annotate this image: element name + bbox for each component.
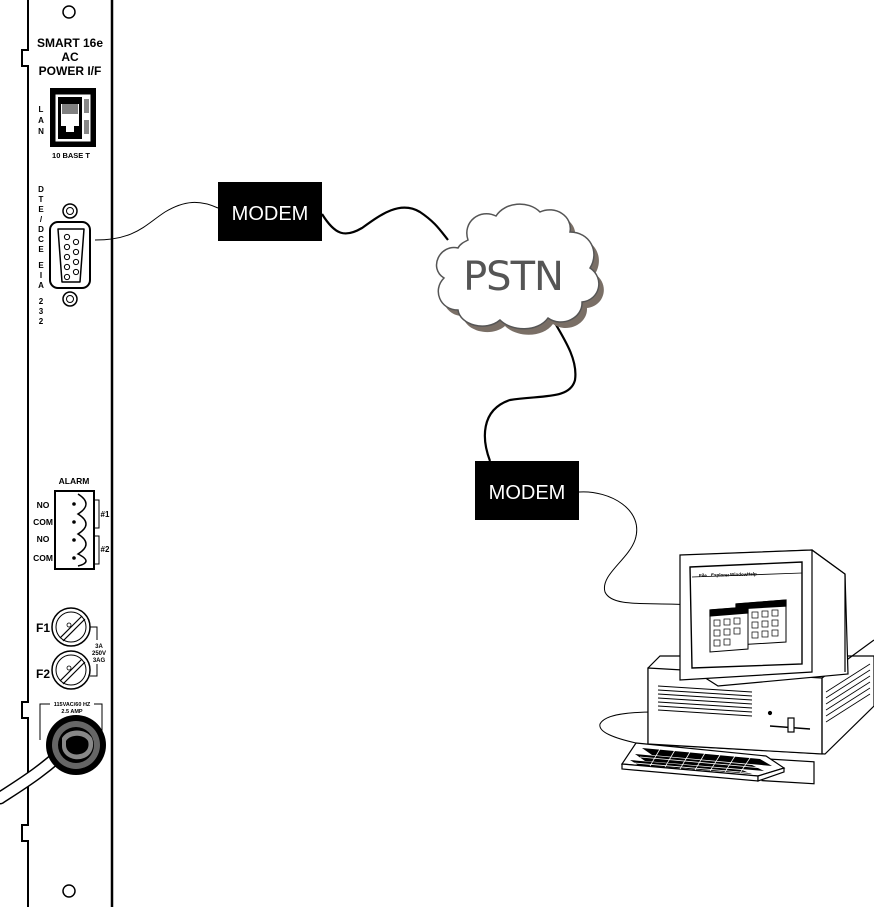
alarm-title: ALARM — [59, 476, 90, 486]
modem-remote: MODEM — [475, 461, 579, 520]
keyboard — [620, 742, 786, 782]
fuse-1-label: F1 — [36, 621, 50, 635]
monitor: File Explorer Window Help — [679, 549, 849, 687]
modem-local: MODEM — [218, 182, 322, 241]
panel-title-line3: POWER I/F — [39, 64, 102, 78]
svg-text:Explorer: Explorer — [711, 573, 730, 578]
modem-remote-label: MODEM — [489, 482, 566, 504]
panel-title-line2: AC — [61, 50, 79, 64]
fuse-holder-1[interactable] — [51, 607, 91, 647]
svg-text:File: File — [699, 573, 707, 578]
svg-text:A: A — [38, 281, 44, 290]
power-cord-grommet — [46, 715, 106, 775]
svg-text:C: C — [38, 235, 44, 244]
lan-rj45-port[interactable] — [50, 88, 96, 147]
svg-text:E: E — [38, 205, 44, 214]
cables — [94, 202, 691, 744]
fuse-holder-2[interactable] — [51, 650, 91, 690]
interface-card-panel: SMART 16e AC POWER I/F L A N 10 BASE T — [0, 0, 114, 907]
fuse-rating-bracket — [90, 626, 98, 677]
screen-window-front — [709, 606, 749, 653]
panel-outline — [21, 0, 29, 907]
alarm-label-com-1: COM — [33, 517, 53, 527]
svg-text:I: I — [40, 271, 42, 280]
svg-text:L: L — [39, 105, 44, 114]
panel-title-line1: SMART 16e — [37, 36, 103, 50]
power-rating-line1: 115VAC/60 HZ — [54, 702, 91, 708]
alarm-label-com-2: COM — [33, 553, 53, 563]
lan-caption: 10 BASE T — [52, 151, 90, 160]
cable-modem-to-pstn — [321, 206, 449, 241]
pstn-cloud: PSTN — [435, 203, 604, 335]
svg-text:A: A — [38, 116, 44, 125]
svg-text:Window: Window — [730, 572, 748, 577]
lan-label: L A N — [38, 105, 44, 136]
pstn-label: PSTN — [463, 254, 563, 300]
alarm-bracket-2 — [95, 535, 100, 565]
bottom-mounting-hole — [62, 884, 76, 898]
cable-serial-to-modem — [94, 202, 219, 241]
alarm-bracket-1 — [95, 499, 100, 529]
alarm-group-1: #1 — [101, 510, 110, 519]
svg-text:E: E — [38, 261, 44, 270]
top-mounting-hole — [62, 5, 76, 19]
fuse-rating-2: 250V — [92, 651, 106, 657]
svg-text:E: E — [38, 245, 44, 254]
svg-text:N: N — [38, 127, 44, 136]
svg-text:/: / — [40, 215, 43, 224]
cable-modem-to-computer — [578, 491, 691, 606]
svg-text:2: 2 — [39, 317, 44, 326]
alarm-terminal-block[interactable] — [54, 490, 95, 570]
svg-text:T: T — [39, 195, 44, 204]
cable-keyboard — [599, 711, 656, 744]
desktop-computer: File Explorer Window Help — [620, 549, 874, 785]
fuse-rating-1: 3A — [95, 644, 103, 650]
serial-db9-port[interactable] — [49, 203, 91, 307]
screen-menu-bar: File Explorer Window Help — [699, 572, 757, 579]
fuse-2-label: F2 — [36, 667, 50, 681]
svg-text:3: 3 — [39, 307, 44, 316]
svg-text:D: D — [38, 185, 44, 194]
fuse-rating-3: 3AG — [93, 658, 106, 664]
alarm-group-2: #2 — [101, 545, 110, 554]
svg-text:Help: Help — [747, 572, 757, 577]
alarm-label-no-2: NO — [37, 534, 50, 544]
cable-pstn-to-modem — [483, 317, 577, 462]
alarm-label-no-1: NO — [37, 500, 50, 510]
modem-local-label: MODEM — [232, 203, 309, 225]
svg-text:2: 2 — [39, 297, 44, 306]
serial-label: D T E / D C E E I A 2 3 2 — [38, 185, 44, 326]
power-rating-line2: 2.5 AMP — [61, 709, 83, 715]
svg-text:D: D — [38, 225, 44, 234]
